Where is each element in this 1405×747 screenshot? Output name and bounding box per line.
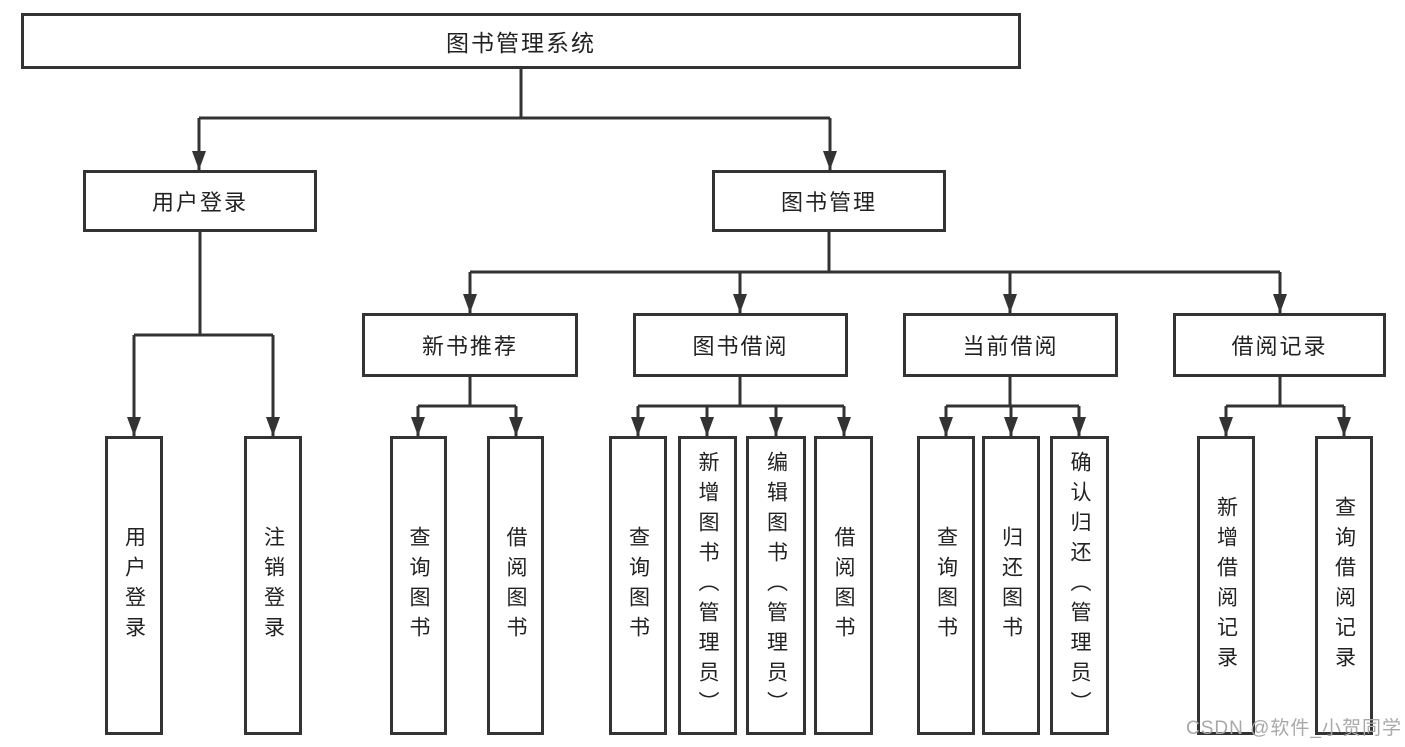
leaf-logout: 注销登录 [244, 436, 302, 735]
connector-borrow-records-split [1226, 377, 1344, 408]
leaf-cb-query-book: 查询图书 [917, 436, 975, 735]
node-book-borrow: 图书借阅 [633, 313, 848, 377]
leaf-rec-query-book: 查询图书 [390, 436, 447, 735]
connector-current-borrow-split [946, 377, 1079, 408]
connector-user-login-split [134, 232, 273, 337]
connector-book-borrow-split [638, 377, 844, 408]
node-new-book-recommend: 新书推荐 [362, 313, 578, 377]
node-book-management: 图书管理 [712, 170, 946, 232]
leaf-br-add-record: 新增借阅记录 [1197, 436, 1255, 735]
connector-book-mgmt-split [470, 232, 1280, 274]
node-root-title: 图书管理系统 [21, 13, 1021, 69]
csdn-watermark: CSDN @软件_小贺同学 [1186, 718, 1402, 739]
leaf-bb-edit-book-admin: 编辑图书（管理员） [746, 436, 806, 735]
leaf-cb-confirm-return-admin: 确认归还（管理员） [1050, 436, 1109, 735]
arrow-drops [127, 118, 1351, 436]
leaf-bb-query-book: 查询图书 [609, 436, 667, 735]
leaf-cb-return-book: 归还图书 [982, 436, 1040, 735]
leaf-bb-add-book-admin: 新增图书（管理员） [678, 436, 737, 735]
leaf-rec-borrow-book: 借阅图书 [487, 436, 544, 735]
connector-new-book-split [418, 377, 516, 408]
leaf-bb-borrow-book: 借阅图书 [814, 436, 873, 735]
connector-root-split [199, 69, 830, 120]
node-current-borrow: 当前借阅 [903, 313, 1118, 377]
node-borrow-records: 借阅记录 [1173, 313, 1386, 377]
node-user-login: 用户登录 [83, 170, 317, 232]
leaf-br-query-record: 查询借阅记录 [1315, 436, 1373, 735]
leaf-user-login: 用户登录 [105, 436, 163, 735]
